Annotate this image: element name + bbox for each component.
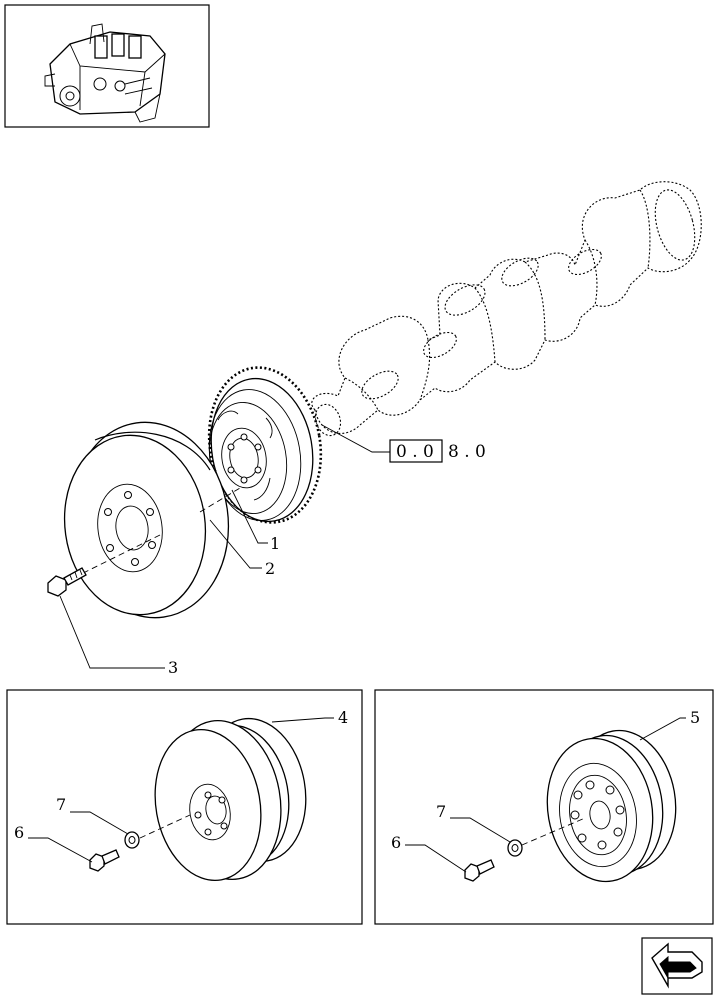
- callout-6-left: 6: [14, 823, 24, 842]
- variant-panel-right: 5 7 6: [374, 689, 714, 925]
- tone-wheel: [207, 366, 323, 524]
- variant-panel-left: 4 7 6: [6, 689, 363, 925]
- reference-code[interactable]: 0 . 0 8 . 0: [389, 439, 486, 463]
- callout-7-right: 7: [436, 802, 446, 821]
- callout-5: 5: [690, 708, 700, 727]
- engine-thumbnail-icon[interactable]: [4, 4, 210, 128]
- damper-pulley: [63, 421, 230, 619]
- callout-6-right: 6: [391, 833, 401, 852]
- reference-boxed: 0 . 0: [396, 442, 434, 462]
- crankshaft: [311, 181, 702, 437]
- callout-7-left: 7: [56, 795, 66, 814]
- reference-suffix: 8 . 0: [448, 442, 486, 462]
- callout-3: 3: [168, 658, 178, 677]
- next-page-arrow-icon[interactable]: [641, 937, 713, 995]
- callout-2: 2: [265, 559, 275, 578]
- bolt-part-3: [47, 567, 87, 597]
- callout-1: 1: [270, 534, 280, 553]
- callout-4: 4: [338, 708, 348, 727]
